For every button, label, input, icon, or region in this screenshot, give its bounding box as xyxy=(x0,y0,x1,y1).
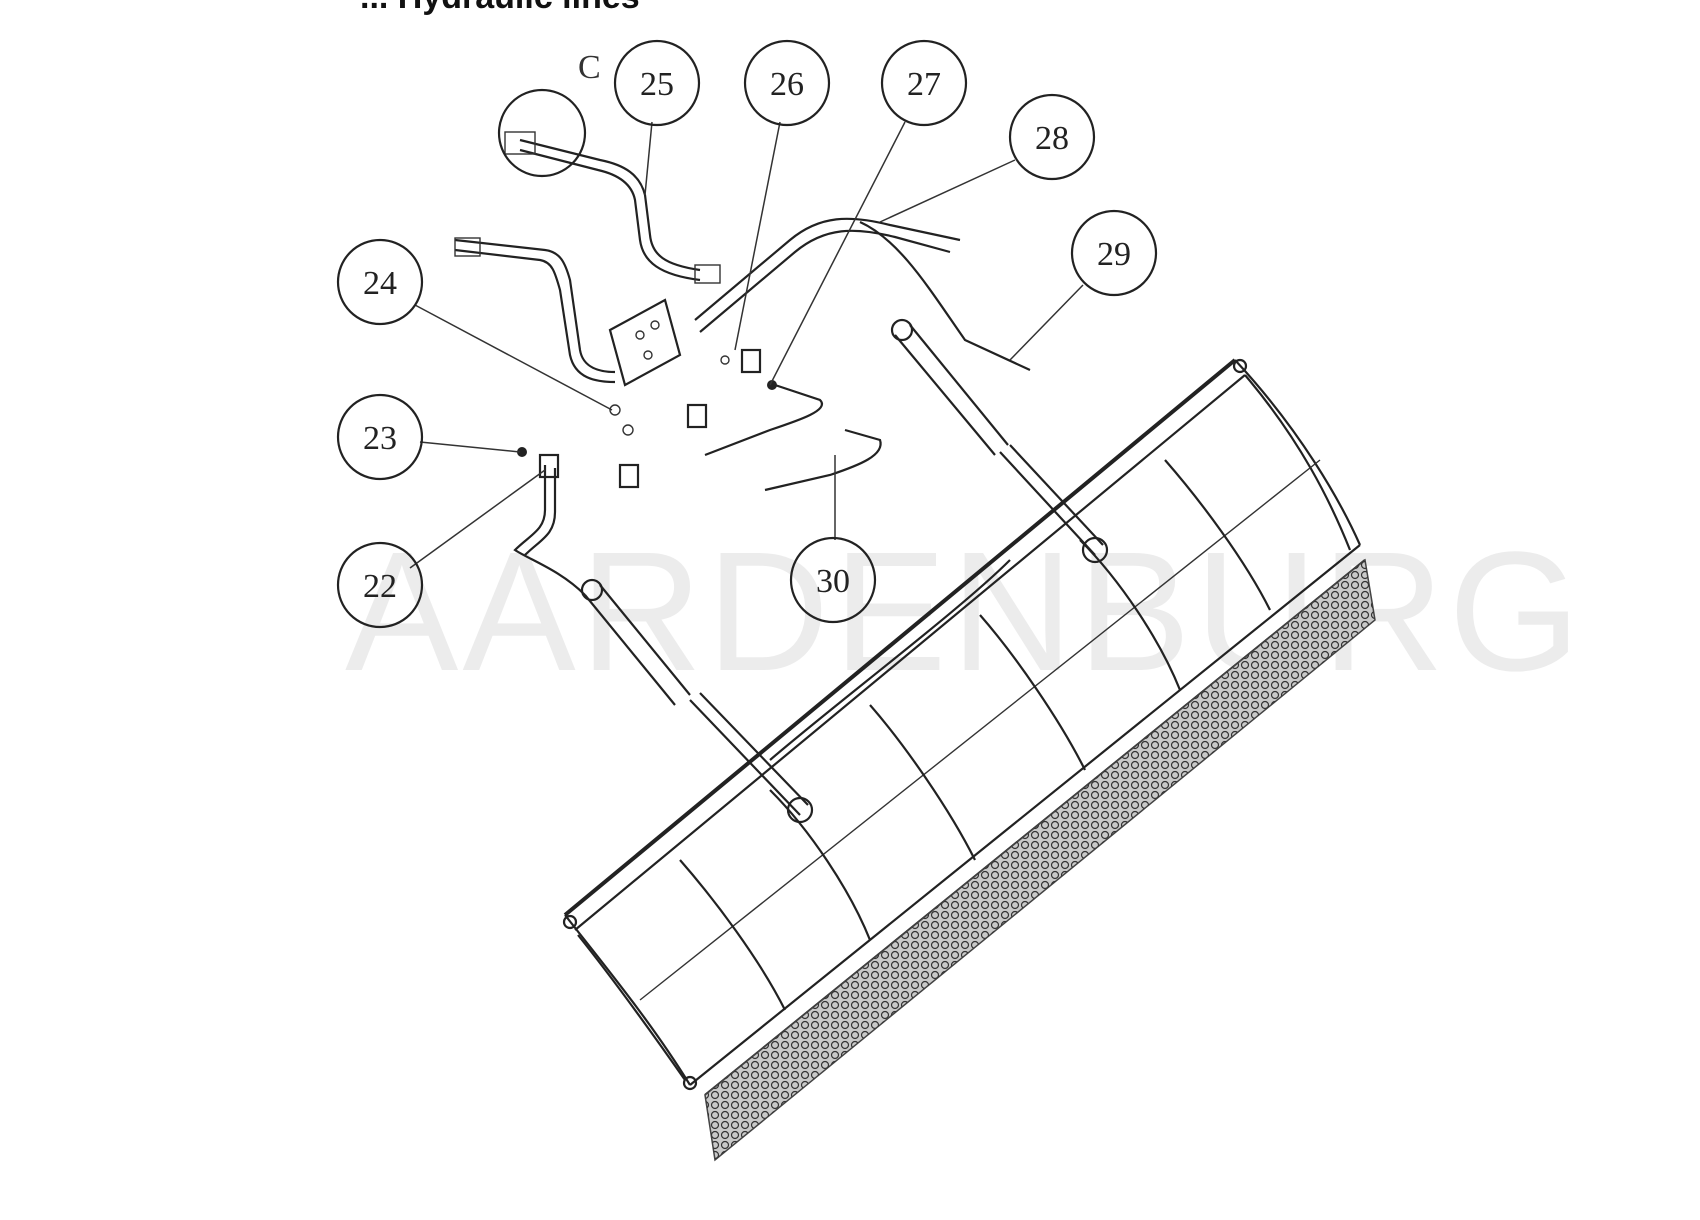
svg-text:30: 30 xyxy=(816,563,850,600)
leader-26 xyxy=(734,121,781,351)
svg-text:29: 29 xyxy=(1097,236,1131,273)
leader-22 xyxy=(409,469,546,569)
hose-28 xyxy=(694,217,1031,371)
hose-30 xyxy=(704,383,882,492)
callout-28: 28 xyxy=(1008,93,1096,181)
leader-23 xyxy=(419,441,521,453)
hose-25 xyxy=(454,131,721,384)
fittings-cluster xyxy=(517,348,777,489)
diagram-title: ... Hydraulic lines xyxy=(360,0,640,17)
left-cylinder xyxy=(580,578,814,824)
svg-text:28: 28 xyxy=(1035,120,1069,157)
view-label: C xyxy=(578,49,601,86)
callout-25: 25 xyxy=(613,39,701,127)
callout-22: 22 xyxy=(336,541,424,629)
crossover-hose xyxy=(769,559,1011,761)
right-cylinder xyxy=(890,318,1109,564)
blade-assembly xyxy=(562,358,1376,1162)
leader-28 xyxy=(879,159,1016,223)
callout-23: 23 xyxy=(336,393,424,481)
leader-29 xyxy=(1009,284,1084,361)
svg-text:23: 23 xyxy=(363,420,397,457)
detail-c-circle xyxy=(497,88,587,178)
callout-29: 29 xyxy=(1070,209,1158,297)
callout-26: 26 xyxy=(743,39,831,127)
watermark-text: AARDENBURG xyxy=(345,517,1585,707)
valve-block xyxy=(608,298,682,387)
svg-text:22: 22 xyxy=(363,568,397,605)
svg-text:27: 27 xyxy=(907,66,941,103)
leader-27 xyxy=(769,121,906,386)
callout-24: 24 xyxy=(336,238,424,326)
callout-30: 30 xyxy=(789,536,877,624)
svg-text:26: 26 xyxy=(770,66,804,103)
blade-top-rail xyxy=(563,358,1237,917)
leader-24 xyxy=(414,304,613,411)
svg-text:24: 24 xyxy=(363,265,397,302)
leader-25 xyxy=(644,121,653,196)
callout-27: 27 xyxy=(880,39,968,127)
left-cylinder-hose xyxy=(513,465,586,596)
svg-text:25: 25 xyxy=(640,66,674,103)
leader-lines xyxy=(409,121,1084,569)
